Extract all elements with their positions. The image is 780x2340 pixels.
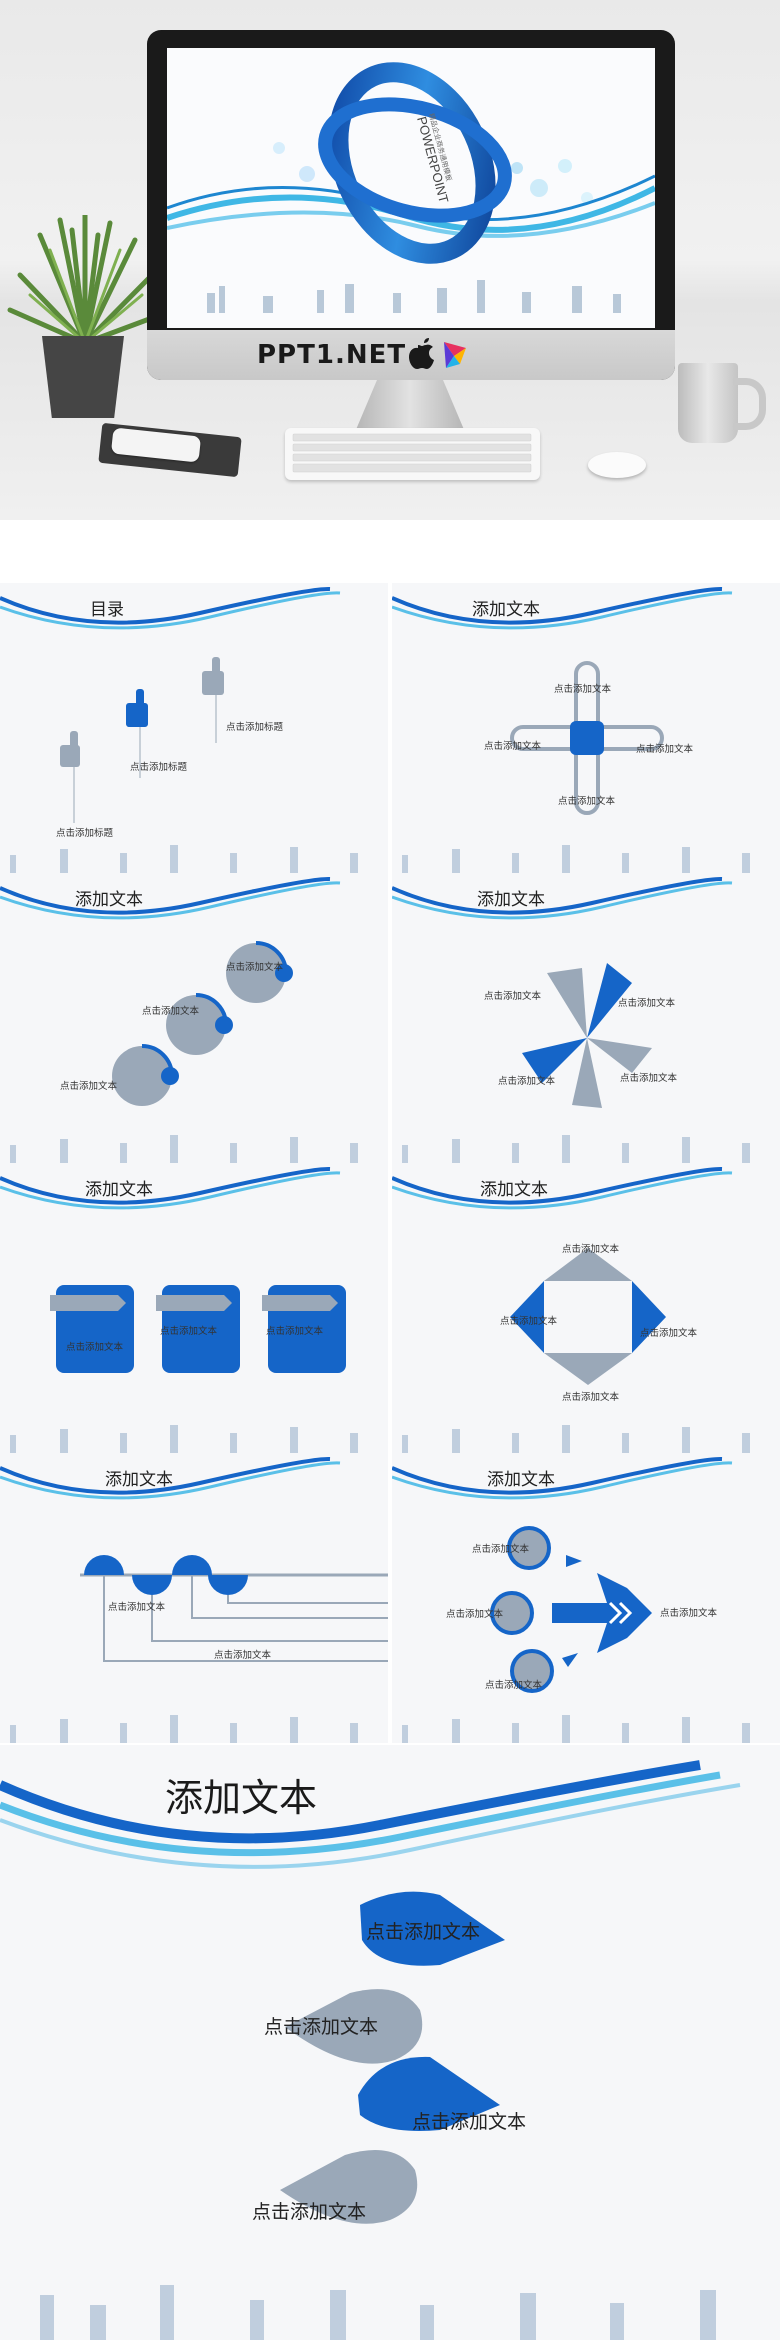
label: 点击添加文本 [562, 1392, 620, 1403]
slide-toc: 目录 点击添加标题 点击添加标题 点击添加标题 [0, 583, 388, 873]
slide-diamond: 添加文本 点击添加文本 点击添加文本 点击添加文本 点击添加文本 [392, 1163, 780, 1453]
screen-artwork: POWERPOINT 精品企业商务通用模板 [167, 62, 655, 313]
slide-cross: 添加文本 点击添加文本 点击添加文本 点击添加文本 点击添加文本 [392, 583, 780, 873]
slide-title: 添加文本 [480, 1180, 548, 1200]
label: 点击添加文本 [640, 1328, 698, 1339]
slide-cards: 添加文本 点击添加文本 点击添加文本 点击添加文本 [0, 1163, 388, 1453]
label: 点击添加文本 [266, 1326, 324, 1337]
slide-arrows: 添加文本 点击添加文本 点击添加文本 点击添加文本 点击添加文本 [392, 1453, 780, 1743]
brand-text: PPT1.NET [257, 340, 407, 370]
monitor-chin: PPT1.NET [147, 330, 675, 380]
thumb-icon-3 [202, 657, 224, 743]
plant-pot [42, 336, 124, 418]
label: 点击添加文本 [214, 1650, 272, 1661]
label: 点击添加文本 [60, 1081, 118, 1092]
label: 点击添加文本 [498, 1076, 556, 1087]
label: 点击添加文本 [142, 1006, 200, 1017]
slide-title: 添加文本 [75, 890, 143, 910]
powerpoint-logo-icon [444, 342, 466, 368]
thumb-icon-1 [60, 731, 80, 823]
label: 点击添加标题 [130, 762, 188, 773]
label: 点击添加文本 [620, 1073, 678, 1084]
slide-petals-large: 添加文本 点击添加文本 点击添加文本 点击添加文本 点击添加文本 [0, 1745, 780, 2340]
label: 点击添加文本 [484, 991, 542, 1002]
label: 点击添加文本 [446, 1609, 504, 1620]
slide-title: 目录 [90, 600, 124, 620]
slide-pinwheel: 添加文本 点击添加文本 点击添加文本 点击添加文本 点击添加文本 [392, 873, 780, 1163]
monitor-stand [355, 380, 465, 432]
slide-title: 添加文本 [85, 1180, 153, 1200]
brand-logos [402, 338, 472, 376]
label: 点击添加文本 [226, 962, 284, 973]
plant-icon [0, 212, 170, 349]
label: 点击添加文本 [160, 1326, 218, 1337]
label: 点击添加文本 [472, 1544, 530, 1555]
mug-handle [733, 378, 766, 430]
mouse [588, 452, 646, 478]
label: 点击添加文本 [484, 741, 542, 752]
label: 点击添加文本 [636, 744, 694, 755]
apple-icon [409, 338, 434, 369]
label: 点击添加文本 [412, 2111, 527, 2133]
label: 点击添加标题 [56, 828, 114, 839]
label: 点击添加文本 [264, 2016, 379, 2038]
label: 点击添加文本 [558, 796, 616, 807]
label: 点击添加文本 [660, 1608, 718, 1619]
slide-title: 添加文本 [477, 890, 545, 910]
hero-photo: POWERPOINT 精品企业商务通用模板 PPT1.NET [0, 0, 780, 520]
slide-circles: 添加文本 点击添加文本 点击添加文本 点击添加文本 [0, 873, 388, 1163]
label: 点击添加文本 [485, 1680, 543, 1691]
label: 点击添加标题 [226, 722, 284, 733]
label: 点击添加文本 [66, 1342, 124, 1353]
monitor: POWERPOINT 精品企业商务通用模板 PPT1.NET [147, 30, 675, 380]
thumb-icon-2 [126, 689, 148, 778]
keyboard [285, 428, 540, 480]
slide-title: 添加文本 [105, 1470, 173, 1490]
label: 点击添加文本 [252, 2201, 367, 2223]
label: 点击添加文本 [554, 684, 612, 695]
monitor-screen: POWERPOINT 精品企业商务通用模板 [167, 48, 655, 328]
slide-title: 添加文本 [487, 1470, 555, 1490]
label: 点击添加文本 [366, 1921, 481, 1943]
mug [678, 363, 738, 443]
label: 点击添加文本 [108, 1602, 166, 1613]
slide-timeline: 添加文本 点击添加文本 点击添加文本 [0, 1453, 388, 1743]
slide-title: 添加文本 [472, 600, 540, 620]
label: 点击添加文本 [562, 1244, 620, 1255]
slide-title: 添加文本 [165, 1776, 318, 1820]
label: 点击添加文本 [500, 1316, 558, 1327]
label: 点击添加文本 [618, 998, 676, 1009]
